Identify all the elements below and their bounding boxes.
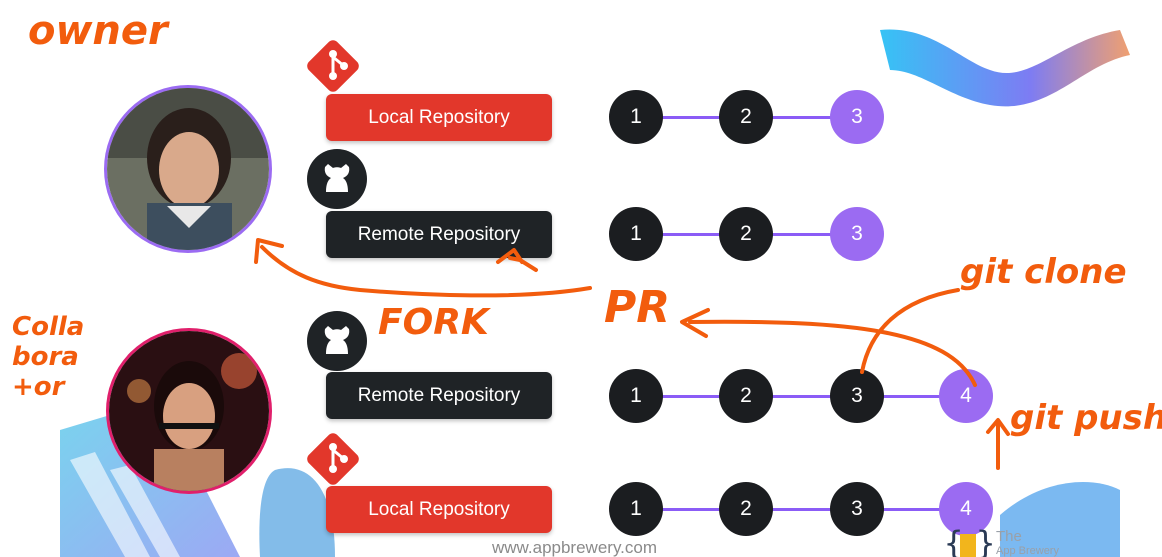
ribbon-shape [880,29,1130,107]
commit-link [857,395,966,398]
commit-node: 2 [719,207,773,261]
commit-node: 2 [719,90,773,144]
commit-link [746,395,857,398]
local-repository-label-collaborator: Local Repository [326,486,552,533]
commit-link [746,508,857,511]
blue-blob-bottom [259,468,335,557]
git-logo-icon [307,40,359,92]
commit-node: 1 [609,207,663,261]
push-arrowhead [986,418,1010,436]
svg-text:{: { [944,524,963,557]
svg-text:}: } [976,524,994,557]
pr-arrowhead [680,308,710,338]
commit-link [636,233,746,236]
commit-link [857,508,966,511]
commit-node: 1 [609,482,663,536]
push-to-pr-arrow [688,319,977,387]
commit-link [746,116,857,119]
annotation-pr: PR [604,282,671,333]
annotation-fork: FORK [378,302,489,343]
annotation-collaborator: Colla bora +or [12,312,85,402]
collaborator-photo [109,331,269,491]
commit-node: 3 [830,90,884,144]
collaborator-avatar [106,328,272,494]
github-octocat-icon [307,149,367,209]
remote-pointer-arrow [508,256,538,272]
commit-node: 2 [719,369,773,423]
pr-to-owner-arrow [260,245,592,298]
commit-node: 4 [939,369,993,423]
commit-link [636,508,746,511]
logo-text-name: App Brewery [996,545,1059,557]
commit-node: 4 [939,482,993,536]
commit-link [636,395,746,398]
clone-line [860,288,960,374]
owner-arrowhead [254,238,284,264]
app-brewery-logo-icon: { } [944,524,994,557]
commit-node: 1 [609,90,663,144]
footer-url: www.appbrewery.com [492,538,658,557]
commit-node: 3 [830,482,884,536]
commit-link [636,116,746,119]
commit-node: 2 [719,482,773,536]
logo-text-the: The [996,528,1022,545]
git-logo-icon [307,433,359,485]
commit-node: 3 [830,207,884,261]
stripes-left [70,452,180,557]
remote-pointer-head [496,248,524,264]
local-repository-label-owner: Local Repository [326,94,552,141]
commit-node: 1 [609,369,663,423]
annotation-git-push: git push [1010,398,1162,438]
annotation-git-clone: git clone [960,252,1127,292]
github-octocat-icon [307,311,367,371]
commit-link [746,233,857,236]
annotation-owner: owner [28,8,168,54]
commit-node: 3 [830,369,884,423]
remote-repository-label-fork: Remote Repository [326,372,552,419]
purple-shape-right [1000,482,1120,557]
